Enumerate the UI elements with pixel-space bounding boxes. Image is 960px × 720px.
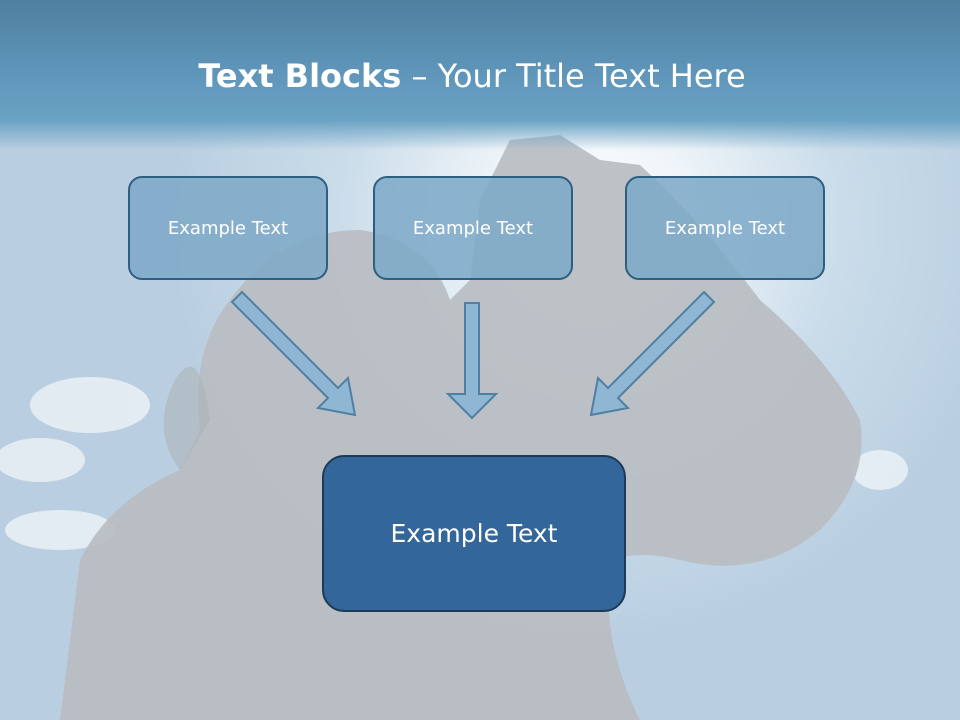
arrow-center-down xyxy=(445,302,499,420)
example-text-box-2[interactable]: Example Text xyxy=(373,176,573,280)
box-3-label: Example Text xyxy=(664,217,786,239)
example-text-box-3[interactable]: Example Text xyxy=(625,176,825,280)
example-text-box-1[interactable]: Example Text xyxy=(128,176,328,280)
arrow-left-diagonal xyxy=(230,290,357,417)
title-band xyxy=(0,0,960,150)
silhouette-shape xyxy=(60,135,862,720)
title-rest-part: – Your Title Text Here xyxy=(401,57,746,95)
title-bold-part: Text Blocks xyxy=(198,57,402,95)
arrow-right-diagonal xyxy=(589,290,716,417)
main-box-label: Example Text xyxy=(390,519,558,548)
box-2-label: Example Text xyxy=(412,217,534,239)
example-text-main-box[interactable]: Example Text xyxy=(322,455,626,612)
slide-title: Text Blocks – Your Title Text Here xyxy=(0,54,944,98)
box-1-label: Example Text xyxy=(167,217,289,239)
